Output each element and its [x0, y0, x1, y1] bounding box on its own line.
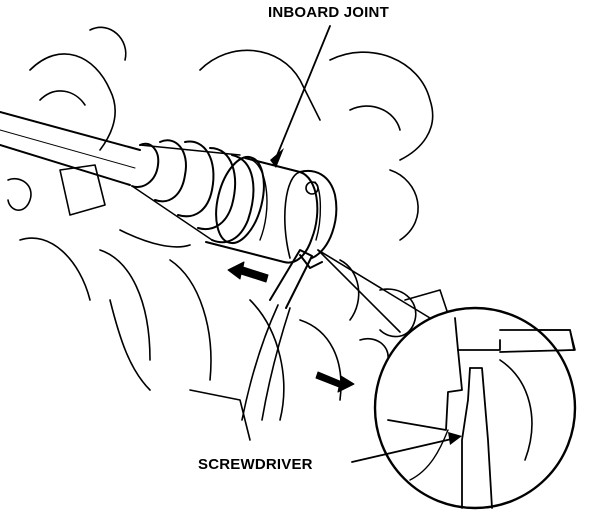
detail-leader-lines — [317, 249, 431, 333]
joint-boot — [131, 139, 255, 244]
screwdriver-leader — [351, 432, 462, 463]
screwdriver-tool — [241, 249, 313, 421]
double-arrow-left-icon — [227, 261, 269, 283]
inboard-joint-label: INBOARD JOINT — [268, 4, 389, 21]
detail-magnifier — [373, 306, 577, 510]
inboard-joint-housing — [205, 155, 319, 264]
joint-flange — [299, 170, 338, 269]
double-arrow-right-icon — [315, 371, 355, 393]
drive-shaft — [0, 111, 141, 186]
inboard-joint-leader — [270, 25, 331, 168]
screwdriver-label: SCREWDRIVER — [198, 456, 313, 473]
